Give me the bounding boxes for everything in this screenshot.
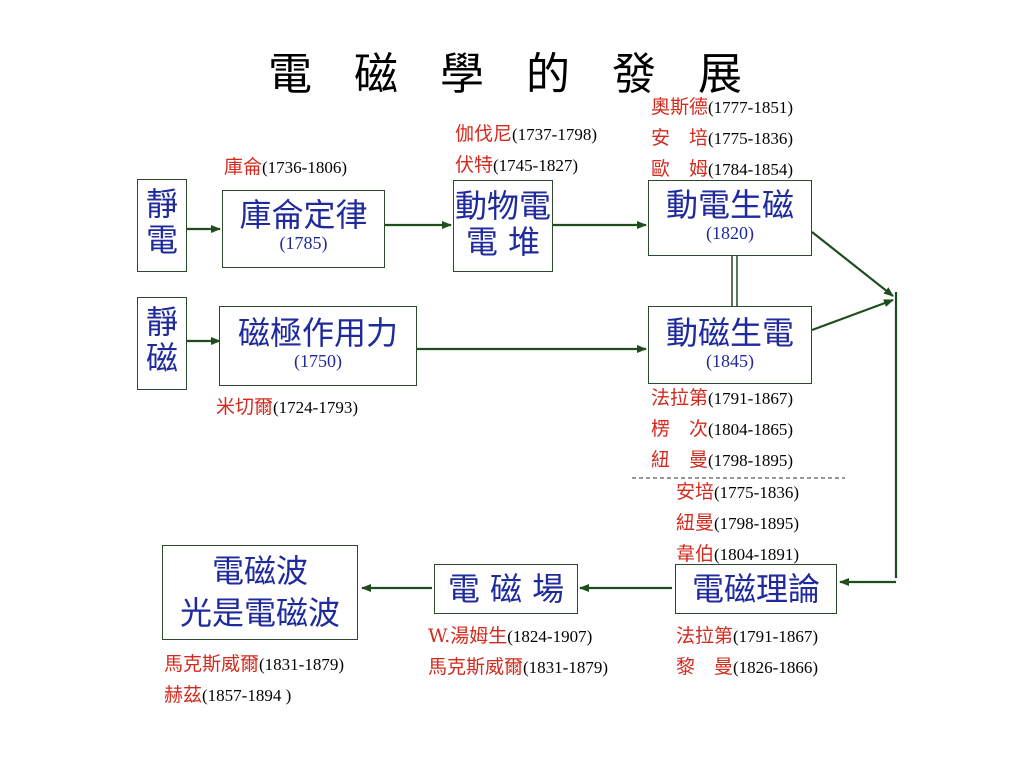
person-name: 安培: [676, 481, 715, 503]
box-static-electric-label: 靜 電: [145, 185, 178, 259]
arrow-induction-to-right: [811, 298, 894, 332]
electromagnetism-label: 動電生磁: [665, 186, 794, 224]
arrow-electromag-to-right: [811, 231, 894, 297]
annotation-theory-pre: 安培(1775-1836) 紐曼(1798-1895) 韋伯(1804-1891…: [676, 477, 799, 570]
box-static-electric: 靜 電: [137, 179, 187, 272]
person-name: 法拉第: [651, 387, 709, 409]
person-years: (1826-1866): [733, 658, 818, 677]
box-em-field: 電 磁 場: [434, 564, 578, 614]
box-electromagnetism: 動電生磁 (1820): [648, 180, 812, 256]
annotation-electromag: 奧斯德(1777-1851) 安 培(1775-1836) 歐 姆(1784-1…: [651, 92, 793, 185]
box-induction: 動磁生電 (1845): [648, 306, 812, 384]
box-em-theory: 電磁理論: [675, 564, 837, 614]
annotation-mitchell: 米切爾(1724-1793): [216, 392, 358, 423]
person-years: (1798-1895): [708, 451, 793, 470]
box-static-magnetic: 靜 磁: [137, 297, 187, 390]
box-em-wave: 電磁波 光是電磁波: [162, 545, 358, 640]
box-static-magnetic-label: 靜 磁: [145, 303, 178, 377]
induction-year: (1845): [706, 351, 754, 371]
person-name: 安 培: [651, 127, 709, 149]
person-name: 米切爾: [216, 396, 274, 418]
person-years: (1831-1879): [523, 658, 608, 677]
box-magnetic-pole: 磁極作用力 (1750): [219, 306, 417, 386]
electromagnetism-year: (1820): [706, 223, 754, 243]
annotation-wave: 馬克斯威爾(1831-1879) 赫茲(1857-1894 ): [164, 649, 344, 711]
person-years: (1798-1895): [714, 514, 799, 533]
person-years: (1775-1836): [714, 483, 799, 502]
animal-electric-line1: 動物電: [454, 187, 551, 225]
person-name: 紐 曼: [651, 449, 709, 471]
person-name: 歐 姆: [651, 158, 709, 180]
person-name: 伽伐尼: [455, 123, 513, 145]
annotation-coulomb: 庫侖(1736-1806): [224, 152, 347, 183]
person-years: (1824-1907): [507, 627, 593, 646]
person-name: 伏特: [455, 154, 494, 176]
person-years: (1784-1854): [708, 160, 793, 179]
person-years: (1736-1806): [262, 158, 347, 177]
person-years: (1745-1827): [493, 156, 578, 175]
annotation-induction: 法拉第(1791-1867) 楞 次(1804-1865) 紐 曼(1798-1…: [651, 383, 793, 476]
annotation-field: W.湯姆生(1824-1907) 馬克斯威爾(1831-1879): [428, 621, 608, 683]
coulomb-law-label: 庫侖定律: [239, 196, 368, 234]
box-animal-electric: 動物電 電 堆: [453, 180, 553, 272]
coulomb-law-year: (1785): [279, 233, 328, 253]
person-years: (1777-1851): [708, 98, 793, 117]
person-name: 馬克斯威爾: [428, 656, 524, 678]
person-years: (1804-1865): [708, 420, 793, 439]
em-wave-line1: 電磁波: [211, 552, 308, 590]
person-name: 赫茲: [164, 684, 203, 706]
person-years: (1791-1867): [733, 627, 818, 646]
box-coulomb-law: 庫侖定律 (1785): [222, 190, 385, 268]
person-name: 楞 次: [651, 418, 709, 440]
annotation-animal: 伽伐尼(1737-1798) 伏特(1745-1827): [455, 119, 597, 181]
em-theory-label: 電磁理論: [691, 570, 820, 608]
person-years: (1724-1793): [273, 398, 358, 417]
page-title: 電 磁 學 的 發 展: [268, 49, 756, 100]
person-years: (1804-1891): [714, 545, 799, 564]
person-years: (1737-1798): [512, 125, 597, 144]
person-name: W.湯姆生: [428, 625, 508, 647]
induction-label: 動磁生電: [665, 314, 794, 352]
person-name: 奧斯德: [651, 96, 709, 118]
person-name: 庫侖: [224, 156, 263, 178]
person-years: (1775-1836): [708, 129, 793, 148]
person-name: 韋伯: [676, 543, 715, 565]
person-years: (1831-1879): [259, 655, 344, 674]
animal-electric-line2: 電 堆: [465, 223, 541, 261]
em-wave-line2: 光是電磁波: [179, 594, 340, 632]
magnetic-pole-year: (1750): [294, 351, 342, 371]
person-years: (1857-1894 ): [202, 686, 292, 705]
person-name: 法拉第: [676, 625, 734, 647]
person-name: 馬克斯威爾: [164, 653, 260, 675]
person-name: 紐曼: [676, 512, 715, 534]
em-field-label: 電 磁 場: [447, 570, 565, 608]
annotation-theory-post: 法拉第(1791-1867) 黎 曼(1826-1866): [676, 621, 818, 683]
magnetic-pole-label: 磁極作用力: [237, 314, 398, 352]
person-name: 黎 曼: [676, 656, 734, 678]
person-years: (1791-1867): [708, 389, 793, 408]
